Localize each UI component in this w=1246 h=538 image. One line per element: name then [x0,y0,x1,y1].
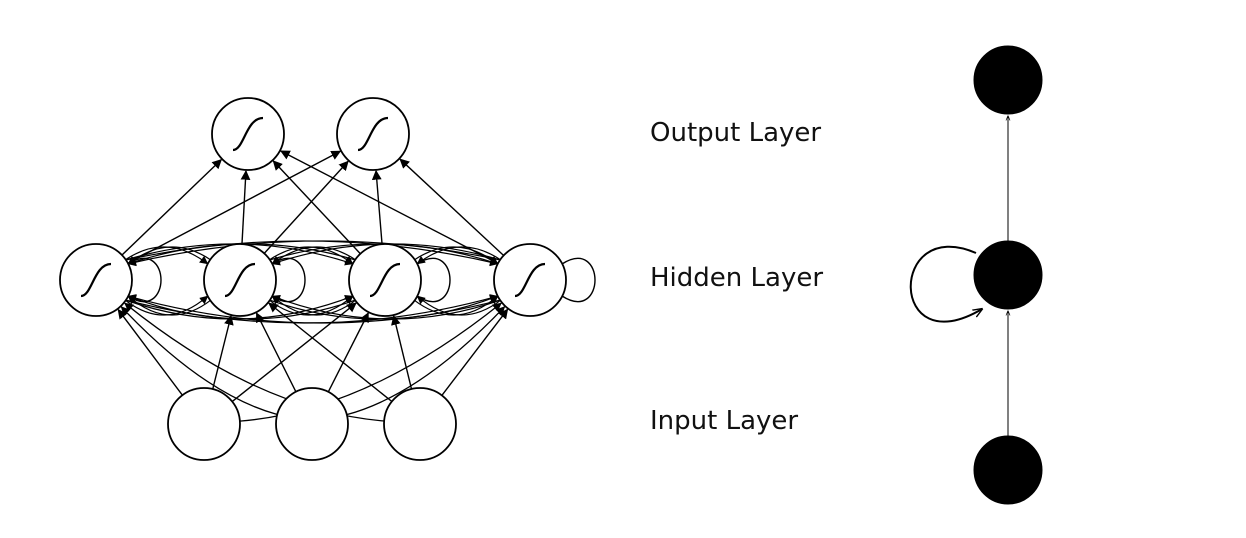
input-hidden-edge [441,308,509,396]
compact-network [909,45,1043,505]
hidden-node-circle [493,243,567,317]
input-hidden-edge [124,302,385,422]
hidden-node [348,243,422,317]
hidden-node [493,243,567,317]
output-node-circle [336,97,410,171]
sigmoid-icon [357,116,389,152]
output-node [336,97,410,171]
sigmoid-icon [224,262,256,298]
input-hidden-edge [327,312,369,393]
input-node-circle [167,387,241,461]
hidden-node [59,243,133,317]
compact-output-node [973,45,1043,115]
input-node-circle [383,387,457,461]
hidden-recurrent-edge [416,295,502,316]
hidden-layer-label: Hidden Layer [650,263,824,293]
hidden-output-edge [127,150,342,264]
input-hidden-edge [255,312,297,393]
input-hidden-edge [117,308,183,396]
input-node-circle [275,387,349,461]
sigmoid-icon [232,116,264,152]
hidden-output-edge [240,169,251,245]
hidden-recurrent-edge [271,294,502,320]
input-hidden-edge [268,302,393,403]
hidden-recurrent-edge [416,246,502,265]
sigmoid-icon [80,262,112,298]
compact-input-node [973,435,1043,505]
hidden-self-loop [416,257,451,303]
sigmoid-icon [369,262,401,298]
nodes [59,97,567,461]
hidden-recurrent-edge [127,240,502,267]
input-hidden-edge [120,306,278,416]
hidden-node-circle [348,243,422,317]
hidden-output-edge [272,160,361,255]
hidden-recurrent-edge [127,294,502,324]
hidden-node-circle [203,243,277,317]
hidden-node-circle [59,243,133,317]
hidden-self-loop [127,257,162,303]
hidden-self-loop [271,257,306,303]
connections [117,150,596,422]
unrolled-network [59,97,596,461]
input-hidden-edge [346,306,506,416]
output-layer-label: Output Layer [650,118,822,148]
input-layer-label: Input Layer [650,406,799,436]
hidden-output-edge [279,150,499,265]
hidden-self-loop [561,257,596,303]
hidden-output-edge [263,160,349,254]
hidden-node [203,243,277,317]
input-hidden-edge [391,315,413,390]
hidden-output-edge [399,158,505,256]
input-node [275,387,349,461]
output-node [211,97,285,171]
input-hidden-edge [212,314,234,390]
input-hidden-edge [239,302,502,422]
output-node-circle [211,97,285,171]
sigmoid-icon [514,262,546,298]
hidden-output-edge [371,169,383,245]
input-node [383,387,457,461]
input-node [167,387,241,461]
hidden-output-edge [121,158,223,256]
compact-hidden-node [973,240,1043,310]
compact-recurrent-loop [909,245,982,323]
